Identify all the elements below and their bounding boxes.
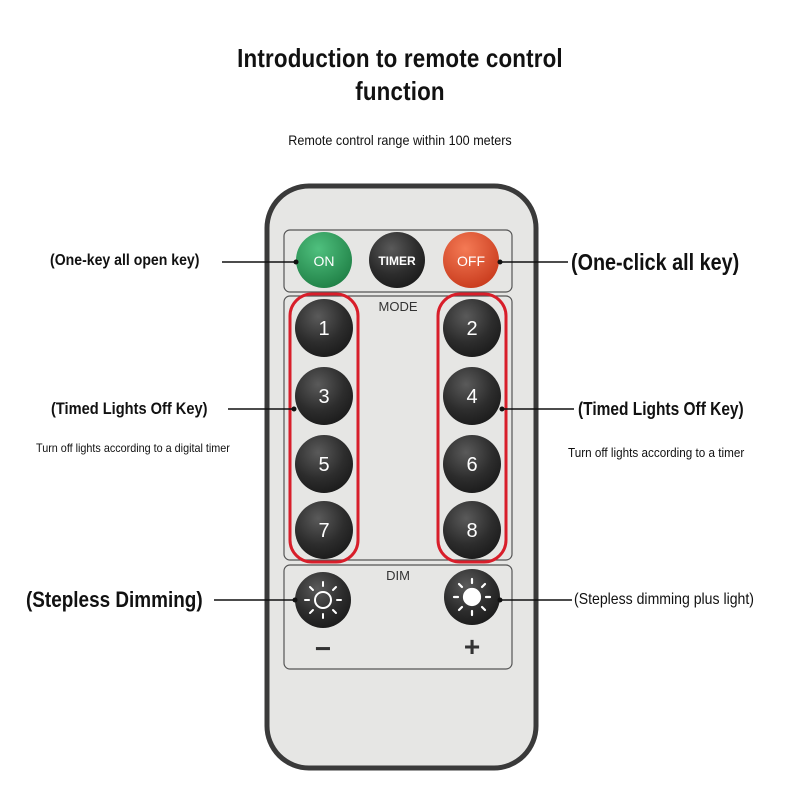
title-line-1: Introduction to remote control [237,43,563,73]
left-keys-highlight [288,292,360,564]
right-keys-highlight [436,292,508,564]
sun-filled-icon [452,577,492,617]
key-7-label: 7 [318,520,329,542]
key-3[interactable]: 3 [295,367,353,425]
callout-timer-right: (Timed Lights Off Key) [578,399,744,419]
key-4-label: 4 [466,386,477,408]
callout-dim-plus: (Stepless dimming plus light) [574,591,754,608]
key-1-label: 1 [318,318,329,340]
dim-minus-button[interactable] [295,572,351,628]
callout-dots [291,259,505,603]
off-button[interactable]: OFF [443,232,499,288]
timer-button[interactable]: TIMER [369,232,425,288]
callout-dot-off [497,259,503,265]
mode-label: MODE [379,299,418,314]
dim-panel-frame [283,564,513,670]
dim-plus-button[interactable] [444,569,500,625]
callout-dot-dim-minus [292,597,298,603]
plus-sign: + [464,631,480,662]
callout-dot-dim-plus [497,597,503,603]
key-3-label: 3 [318,386,329,408]
callout-dot-on [293,259,299,265]
callout-dot-timer-left [291,406,297,412]
key-7[interactable]: 7 [295,501,353,559]
key-2[interactable]: 2 [443,299,501,357]
key-8-label: 8 [466,520,477,542]
callout-dot-timer-right [499,406,505,412]
callout-off-key: (One-click all key) [571,249,740,275]
minus-sign: − [315,633,331,664]
key-6-label: 6 [466,454,477,476]
key-6[interactable]: 6 [443,435,501,493]
on-button[interactable]: ON [296,232,352,288]
on-button-label: ON [314,253,335,269]
sun-outline-icon [304,581,342,619]
key-5-label: 5 [318,454,329,476]
page-title: Introduction to remote control function [228,42,572,108]
off-button-label: OFF [457,253,485,269]
callout-timer-left-note: Turn off lights according to a digital t… [36,441,230,455]
dim-label: DIM [386,568,410,583]
callout-dim-minus: (Stepless Dimming) [26,587,203,612]
key-2-label: 2 [466,318,477,340]
callout-timer-right-note: Turn off lights according to a timer [568,445,745,460]
timer-button-label: TIMER [378,254,416,268]
callout-lines [214,261,574,601]
range-subtitle: Remote control range within 100 meters [288,132,512,148]
key-1[interactable]: 1 [295,299,353,357]
mode-panel-frame [283,295,513,561]
title-line-2: function [355,76,445,106]
key-4[interactable]: 4 [443,367,501,425]
callout-timer-left: (Timed Lights Off Key) [51,399,208,418]
top-panel-frame [283,229,513,293]
key-8[interactable]: 8 [443,501,501,559]
key-5[interactable]: 5 [295,435,353,493]
callout-on-key: (One-key all open key) [50,252,200,269]
